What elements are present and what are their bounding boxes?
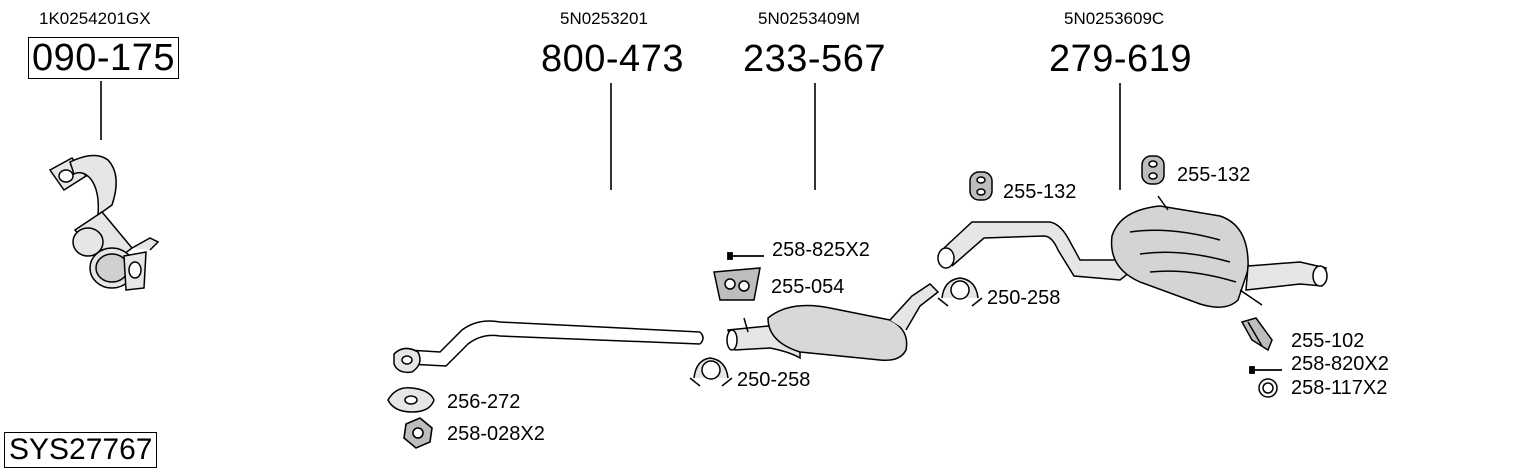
accessory-label-255-132-right: 255-132 [1177, 164, 1251, 186]
accessory-label-258-820x2: 258-820X2 [1291, 353, 1389, 375]
oem-number-2: 5N0253201 [560, 9, 648, 28]
gasket-icon [387, 387, 435, 413]
bolt-icon-825 [727, 252, 764, 260]
part-code-rear-silencer: 279-619 [1049, 38, 1192, 80]
bracket-icon-102 [1240, 317, 1273, 352]
accessory-label-250-258-middle: 250-258 [737, 369, 811, 391]
ring-icon-117 [1258, 378, 1278, 398]
oem-number-3: 5N0253409M [758, 9, 861, 28]
accessory-label-256-272: 256-272 [447, 391, 521, 413]
bolt-icon-820 [1249, 366, 1282, 374]
accessory-label-258-825x2: 258-825X2 [772, 239, 870, 261]
catalytic-converter-drawing [48, 154, 160, 291]
rubber-hanger-icon-1 [969, 171, 993, 201]
clamp-icon-rear [937, 277, 983, 307]
front-pipe-drawing [393, 320, 704, 374]
accessory-label-250-258-rear: 250-258 [987, 287, 1061, 309]
part-code-front-pipe: 800-473 [541, 38, 684, 80]
rear-silencer-drawing [937, 195, 1328, 308]
oem-number-1: 1K0254201GX [39, 9, 151, 28]
middle-silencer-drawing [726, 283, 940, 362]
accessory-label-255-054: 255-054 [771, 276, 845, 298]
accessory-label-258-028x2: 258-028X2 [447, 423, 545, 445]
hanger-bracket-icon-054 [713, 267, 761, 301]
rubber-hanger-icon-2 [1141, 155, 1165, 185]
oem-number-4: 5N0253609C [1064, 9, 1165, 28]
accessory-label-255-132-left: 255-132 [1003, 181, 1077, 203]
part-code-middle-silencer: 233-567 [743, 38, 886, 80]
hex-nut-icon [403, 417, 433, 449]
accessory-label-258-117x2: 258-117X2 [1291, 377, 1388, 399]
accessory-label-255-102: 255-102 [1291, 330, 1365, 352]
system-code: SYS27767 [4, 432, 158, 468]
clamp-icon-middle [689, 357, 733, 387]
part-code-catalytic-converter: 090-175 [28, 37, 179, 79]
